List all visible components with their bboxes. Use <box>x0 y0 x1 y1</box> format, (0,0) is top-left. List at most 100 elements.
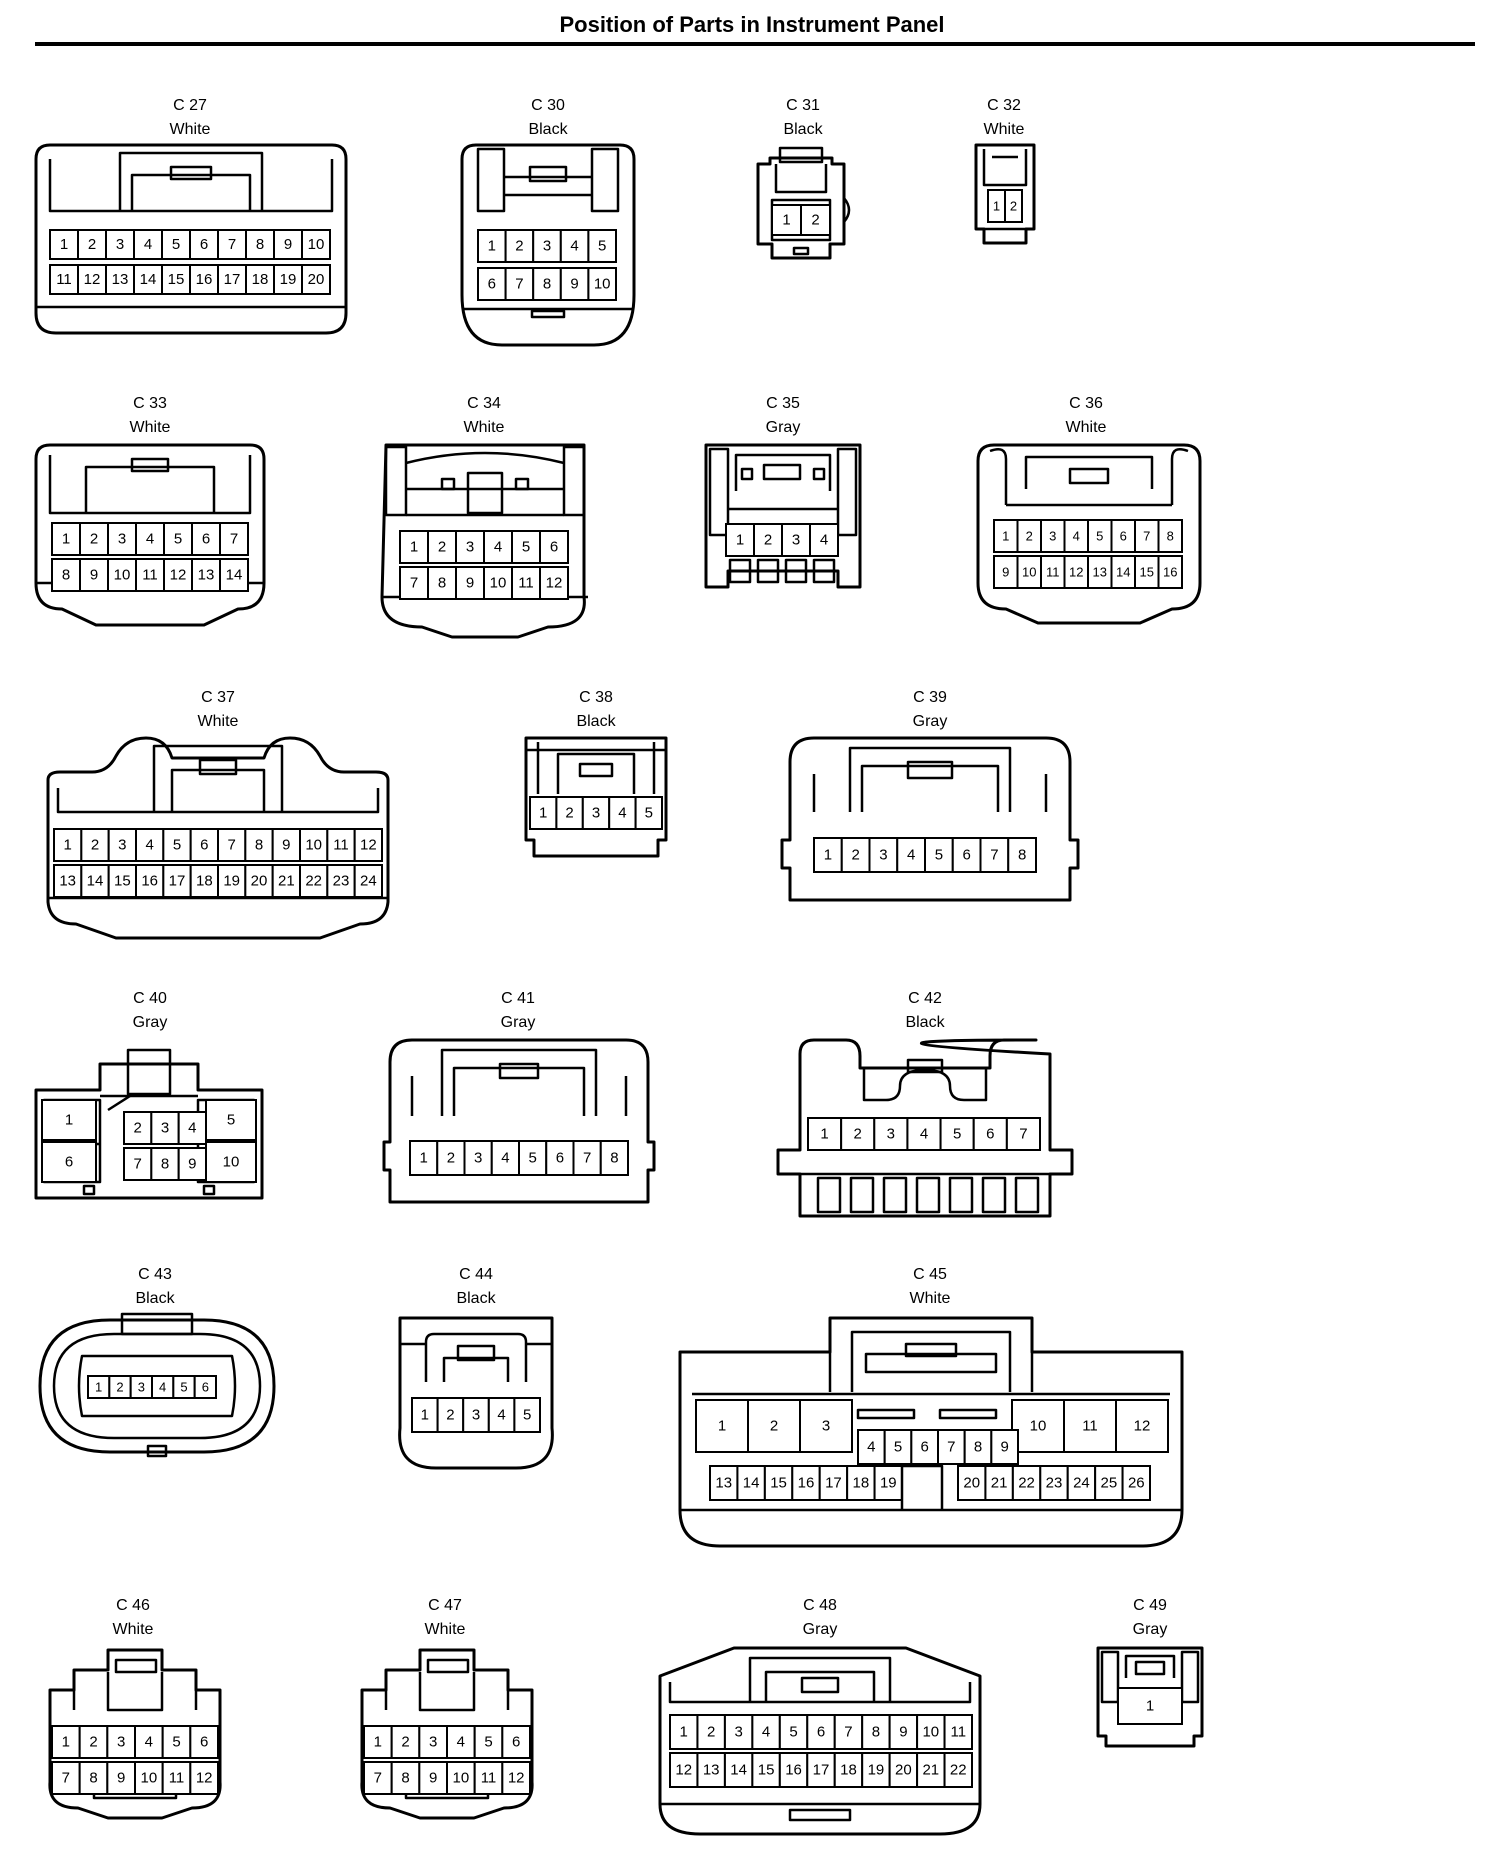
pin-number: 9 <box>1000 1439 1008 1456</box>
pin-cell <box>455 530 485 564</box>
pin-number: 15 <box>168 271 185 288</box>
pin-number: 2 <box>770 1418 778 1435</box>
pin-cell <box>427 530 457 564</box>
pin-cell <box>990 1429 1019 1465</box>
pin-number: 13 <box>703 1762 720 1779</box>
connector-detail <box>114 1658 158 1674</box>
pin-cell <box>916 1752 946 1788</box>
pin-number: 2 <box>401 1734 409 1751</box>
pin-number: 9 <box>284 236 292 253</box>
pin-number: 6 <box>817 1724 825 1741</box>
pin-number: 2 <box>851 847 859 864</box>
pin-number: 2 <box>438 539 446 556</box>
pin-cell <box>490 1140 520 1176</box>
pin-cell <box>846 1465 876 1501</box>
pin-number: 9 <box>429 1770 437 1787</box>
pin-number: 4 <box>145 1734 153 1751</box>
pin-number: 3 <box>474 1150 482 1167</box>
pin-number: 4 <box>501 1150 509 1167</box>
pin-number: 7 <box>515 276 523 293</box>
pin-number: 17 <box>169 873 186 890</box>
pin-cell <box>833 1714 864 1750</box>
pin-number: 11 <box>518 575 534 592</box>
pin-cell <box>353 864 383 898</box>
connector-detail <box>740 467 754 481</box>
pin-cell <box>599 1140 629 1176</box>
connector-color-label: White <box>130 419 171 436</box>
pin-cell <box>696 1714 726 1750</box>
pin-number: 9 <box>282 837 290 854</box>
pin-cell <box>51 522 81 556</box>
connector-outline <box>989 448 1008 505</box>
pin-number: 18 <box>840 1762 857 1779</box>
connector-detail <box>864 1352 998 1374</box>
pin-cell <box>123 1111 153 1145</box>
pin-number: 13 <box>1093 565 1107 580</box>
pin-number: 6 <box>1120 529 1127 544</box>
pin-cell <box>244 828 274 862</box>
pin-number: 6 <box>512 1734 520 1751</box>
connector-id-label: C 46 <box>116 1597 150 1614</box>
connector-detail <box>120 1312 194 1336</box>
connector-detail <box>530 309 566 319</box>
pin-cell <box>669 1714 699 1750</box>
connector-id-label: C 38 <box>579 689 613 706</box>
pin-number: 7 <box>947 1439 955 1456</box>
pin-cell <box>161 264 191 295</box>
pin-number: 8 <box>62 567 70 584</box>
pin-number: 9 <box>1002 565 1009 580</box>
pin-cell <box>751 1714 781 1750</box>
pin-number: 12 <box>360 837 377 854</box>
pin-number: 1 <box>421 1407 429 1424</box>
pin-number: 17 <box>813 1762 830 1779</box>
pin-cell <box>150 1111 180 1145</box>
pin-number: 16 <box>196 271 213 288</box>
pin-number: 10 <box>114 567 131 584</box>
pin-number: 12 <box>508 1770 525 1787</box>
connector-outline <box>982 149 1028 187</box>
pin-number: 5 <box>174 531 182 548</box>
pin-cell <box>809 523 839 557</box>
pin-number: 5 <box>173 837 181 854</box>
connector-outline <box>1170 448 1189 505</box>
pin-number: 20 <box>308 271 325 288</box>
pin-cell <box>77 229 107 260</box>
connector-outline <box>850 1330 1012 1392</box>
pin-number: 8 <box>1167 529 1174 544</box>
pin-cell <box>191 558 221 592</box>
pin-number: 6 <box>550 539 558 556</box>
connector-id-label: C 35 <box>766 395 800 412</box>
pin-number: 1 <box>680 1724 688 1741</box>
pin-number: 4 <box>145 837 153 854</box>
pin-cell <box>723 1752 754 1788</box>
pin-cell <box>1094 1465 1124 1501</box>
pin-cell <box>1115 1399 1169 1453</box>
pin-cell <box>669 1752 699 1788</box>
pin-number: 1 <box>95 1380 102 1395</box>
pin-cell <box>1121 1465 1151 1501</box>
pin-number: 10 <box>308 236 325 253</box>
pin-number: 5 <box>172 236 180 253</box>
connector-outline <box>900 1464 944 1510</box>
pin-number: 17 <box>224 271 241 288</box>
pin-cell <box>53 864 83 898</box>
connector-outline <box>398 1316 554 1470</box>
pin-cell <box>446 1725 476 1759</box>
pin-number: 13 <box>715 1475 732 1492</box>
connector-id-label: C 33 <box>133 395 167 412</box>
pin-cell <box>193 1375 218 1399</box>
connector-id-label: C 40 <box>133 990 167 1007</box>
pin-number: 12 <box>1134 1418 1151 1435</box>
connector-detail <box>426 1658 470 1674</box>
pin-number: 9 <box>117 1770 125 1787</box>
pin-cell <box>723 1714 754 1750</box>
pin-number: 2 <box>447 1150 455 1167</box>
pin-number: 1 <box>820 1126 828 1143</box>
pin-number: 6 <box>962 847 970 864</box>
connector-id-label: C 34 <box>467 395 501 412</box>
pin-cell <box>301 229 331 260</box>
